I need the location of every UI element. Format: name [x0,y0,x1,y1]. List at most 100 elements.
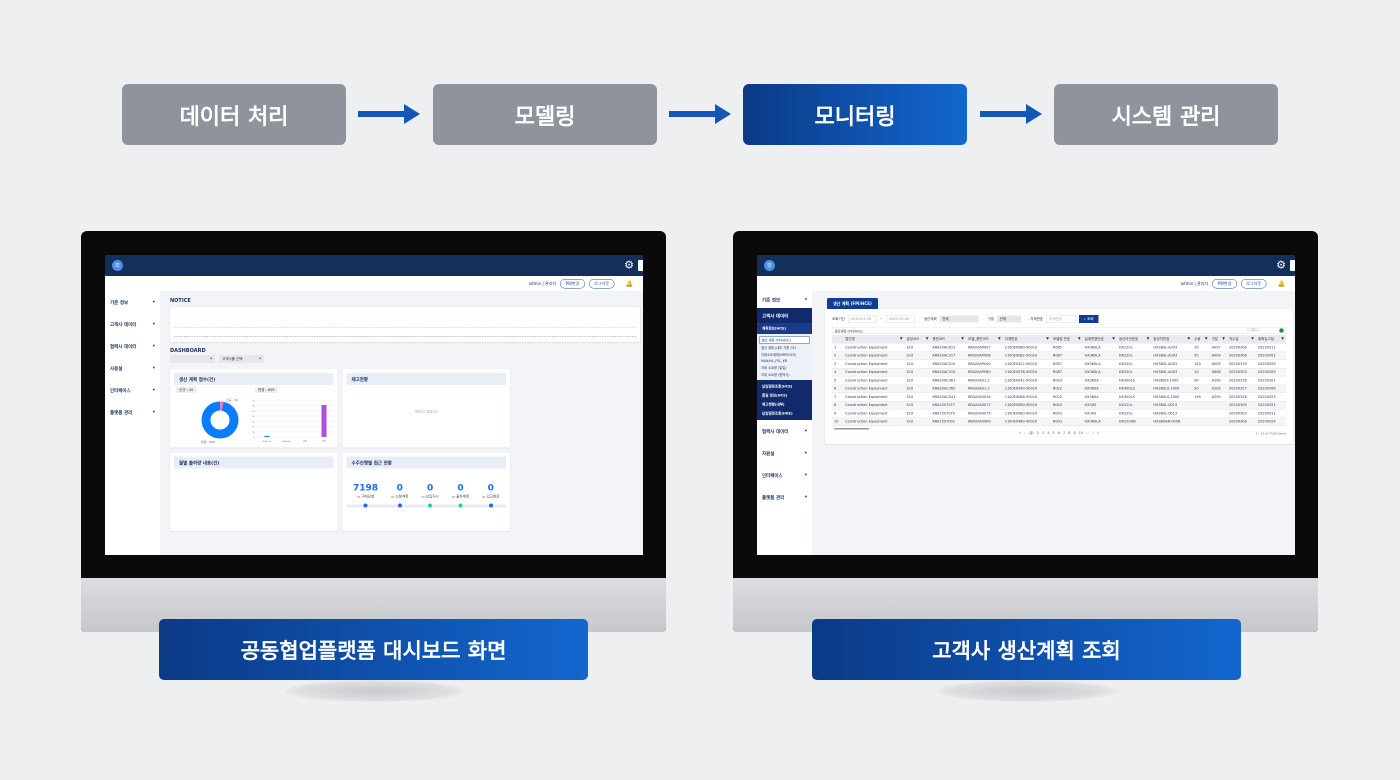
plan-select[interactable]: 전체 [939,315,979,323]
bell-icon[interactable]: 🔔 [1277,280,1285,287]
filter-icon[interactable]: ▼ [1251,336,1254,341]
page-button[interactable]: 8 [1068,431,1071,435]
gear-icon[interactable]: ⚙ [624,259,634,272]
logout-button[interactable]: 로그아웃 [588,278,615,289]
page-size-select[interactable]: 15 [1246,328,1261,332]
sidebar-subitem[interactable]: MAN/HL_FSL_KR [761,359,788,363]
filter-icon[interactable]: ▼ [1077,336,1081,341]
pager-nav-button[interactable]: « [1018,431,1022,435]
column-header[interactable]: 법인명▼ [843,335,905,344]
sidebar-item[interactable]: 인터페이스▾ [105,379,160,401]
sidebar-item[interactable]: 고객사 데이터▾ [105,313,160,335]
customer-select[interactable]: 고객사를 선택▾ [219,355,264,363]
sidebar-subitem[interactable]: 자재소요계획(MRP/HCE) [761,353,797,357]
gear-icon[interactable]: ⚙ [1276,259,1286,272]
page-button[interactable]: 2 [1036,431,1040,435]
item-input[interactable]: 자재번호 [1046,315,1077,323]
date-to-input[interactable]: 2020-03-26 [885,315,915,323]
sidebar-item[interactable]: 협력사 데이터▾ [105,335,160,357]
filter-icon[interactable]: ▼ [1112,336,1115,341]
horizontal-scrollbar[interactable] [834,428,869,430]
pw-change-button[interactable]: PW변경 [560,278,585,289]
page-button[interactable]: 7 [1062,431,1066,435]
exit-icon[interactable] [638,260,643,271]
sidebar-subitem[interactable]: 자재 소요량 (일일) [761,366,787,370]
page-button[interactable]: 5 [1052,431,1055,435]
page-button[interactable]: ... [1086,431,1090,435]
type-select[interactable]: 전체 [997,315,1022,323]
sidebar-item[interactable]: 기준 정보▾ [757,291,812,308]
logout-button[interactable]: 로그아웃 [1240,278,1267,289]
column-header[interactable]: 수량▼ [1192,335,1210,344]
table-row[interactable]: 11Construction EquipmentS10KRA1507002KRA… [832,425,1286,427]
column-header[interactable] [832,335,844,344]
sidebar-item[interactable]: 인터페이스▾ [757,464,812,486]
filter-icon[interactable]: ▼ [1046,336,1049,341]
column-header[interactable]: 착수일▼ [1226,335,1256,344]
column-header[interactable]: 설계변경번호▼ [1082,335,1117,344]
filter-icon[interactable]: ▼ [899,336,903,341]
column-header[interactable]: 완성차번호▼ [1151,335,1193,344]
sidebar-subitem[interactable]: 생산 계획 (내부 기준 CE) [761,346,796,350]
sidebar-subitem[interactable]: 자재 소요량 (협력사) [761,373,790,377]
sidebar-item[interactable]: 플랫폼 관리▾ [757,486,812,508]
menu-icon[interactable]: ≡ [112,260,123,271]
tab-production-plan[interactable]: 생산 계획 (FPI/HCE) [827,298,878,310]
sidebar-subitem[interactable]: 재고현황(내부) [762,402,785,407]
filter-icon[interactable]: ▼ [1187,336,1191,341]
page-button[interactable]: 9 [1073,431,1076,435]
excel-icon[interactable] [1279,328,1284,333]
sidebar-subitem[interactable]: 납입일정조회(HCE) [762,384,793,389]
sidebar-subitem[interactable]: 납입일정조회(HKE) [762,411,793,416]
column-header[interactable]: 생산라인번호▼ [1116,335,1152,344]
filter-icon[interactable]: ▼ [1146,336,1150,341]
pager-nav-button[interactable]: » [1096,431,1100,435]
pw-change-button[interactable]: PW변경 [1212,278,1237,289]
pager-nav-button[interactable]: ‹ [1024,431,1026,435]
sidebar-item[interactable]: 사용설▾ [105,357,160,379]
sidebar-subitem[interactable]: 품질 정보(HCE) [762,393,788,398]
exit-icon[interactable] [1290,260,1295,271]
page-button[interactable]: 3 [1042,431,1045,435]
sidebar-item-open[interactable]: 고객사 데이터 [757,308,812,323]
filter-select[interactable]: ▾ [170,355,215,363]
column-header[interactable]: 자재번호▼ [1002,335,1051,344]
filter-icon[interactable]: ▼ [1222,336,1225,341]
filter-icon[interactable]: ▼ [1204,336,1208,341]
bell-icon[interactable]: 🔔 [625,280,633,287]
sidebar-item[interactable]: 자원실▾ [757,442,812,464]
column-header[interactable]: 공장코드▼ [904,335,931,344]
column-header[interactable]: 품번코드▼ [930,335,966,344]
sidebar-subhead[interactable]: 계획정보(HCE) [757,323,812,334]
column-header[interactable]: 모델링 번호▼ [1050,335,1083,344]
filter-icon[interactable]: ▼ [998,336,1001,341]
menu-icon[interactable]: ≡ [764,260,775,271]
sidebar-item[interactable]: 협력사 데이터▾ [757,420,812,442]
pager-nav-button[interactable]: › [1092,431,1094,435]
sidebar-item[interactable]: 플랫폼 관리▾ [105,401,160,423]
date-from-input[interactable]: 2020-03-26 [847,315,877,323]
page-button[interactable]: 4 [1047,431,1050,435]
filter-icon[interactable]: ▼ [961,336,964,341]
filter-icon[interactable]: ▼ [1281,336,1284,341]
column-header[interactable]: 계획입고일▼ [1255,335,1286,344]
page-button[interactable]: 6 [1057,431,1060,435]
page-button[interactable]: 1 [1028,431,1034,435]
sidebar-subitem[interactable]: 생산 계획 (FPI/HCE) [759,336,810,344]
sidebar-item[interactable]: 기준 정보▾ [105,291,160,313]
page-button[interactable]: 10 [1078,431,1084,435]
filter-icon[interactable]: ▼ [925,336,929,341]
column-header[interactable]: 모델_품번코드▼ [966,335,1003,344]
column-header[interactable]: 구분▼ [1209,335,1227,344]
search-button[interactable]: ⌕ 조회 [1079,315,1099,323]
